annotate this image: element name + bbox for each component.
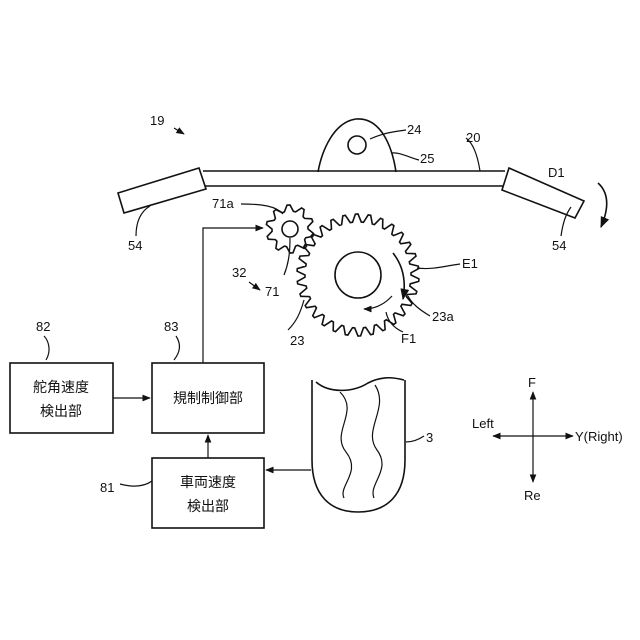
label-71: 71 xyxy=(265,284,279,299)
large-gear-23 xyxy=(297,214,419,336)
label-25: 25 xyxy=(420,151,434,166)
pointer-arrow-32 xyxy=(249,282,260,290)
handlebar-assembly xyxy=(118,119,584,218)
detector-81-line2: 検出部 xyxy=(187,499,229,515)
label-e1: E1 xyxy=(462,256,478,271)
vehicle-speed-detector-box xyxy=(152,458,264,528)
label-f1: F1 xyxy=(401,331,416,346)
wheel-body xyxy=(312,380,405,512)
label-82: 82 xyxy=(36,319,50,334)
axis-label-rear: Re xyxy=(524,488,541,503)
pointer-arrow-19 xyxy=(174,128,184,134)
label-32: 32 xyxy=(232,265,246,280)
rotation-arrow-e1 xyxy=(393,253,404,299)
gear-assembly xyxy=(266,205,419,336)
handlebar-bracket xyxy=(318,119,396,172)
large-gear-hub xyxy=(335,252,381,298)
block-81: 車両速度 検出部 xyxy=(152,458,264,528)
label-d1: D1 xyxy=(548,165,565,180)
left-grip-54 xyxy=(118,168,206,213)
tread-line-1 xyxy=(340,392,352,498)
steering-angle-speed-detector-box xyxy=(10,363,113,433)
label-23: 23 xyxy=(290,333,304,348)
axis-label-front: F xyxy=(528,375,536,390)
label-54-left: 54 xyxy=(128,238,142,253)
label-81: 81 xyxy=(100,480,114,495)
block-82: 舵角速度 検出部 xyxy=(10,363,113,433)
label-19: 19 xyxy=(150,113,164,128)
tread-line-2 xyxy=(372,385,382,498)
pinion-shaft-71 xyxy=(282,221,298,237)
label-71a: 71a xyxy=(212,196,234,211)
axis-label-left: Left xyxy=(472,416,494,431)
controller-83-label: 規制制御部 xyxy=(173,391,243,407)
label-20: 20 xyxy=(466,130,480,145)
label-54-right: 54 xyxy=(552,238,566,253)
label-23a: 23a xyxy=(432,309,454,324)
detector-82-line2: 検出部 xyxy=(40,404,82,420)
right-grip-54 xyxy=(502,168,584,218)
front-wheel-3 xyxy=(312,378,405,512)
detector-81-line1: 車両速度 xyxy=(180,474,236,491)
block-83: 規制制御部 xyxy=(152,363,264,433)
axis-label-right: Y(Right) xyxy=(575,429,623,444)
label-3: 3 xyxy=(426,430,433,445)
wheel-top-contour xyxy=(316,378,404,391)
rotation-arrow-d1 xyxy=(598,183,607,227)
label-24: 24 xyxy=(407,122,421,137)
pivot-shaft-24 xyxy=(348,136,366,154)
direction-indicator: F Re Left Y(Right) xyxy=(472,375,623,503)
force-arrow-f1 xyxy=(364,296,392,309)
label-83: 83 xyxy=(164,319,178,334)
detector-82-line1: 舵角速度 xyxy=(33,380,89,396)
arrow-83-to-pinion xyxy=(203,228,263,363)
